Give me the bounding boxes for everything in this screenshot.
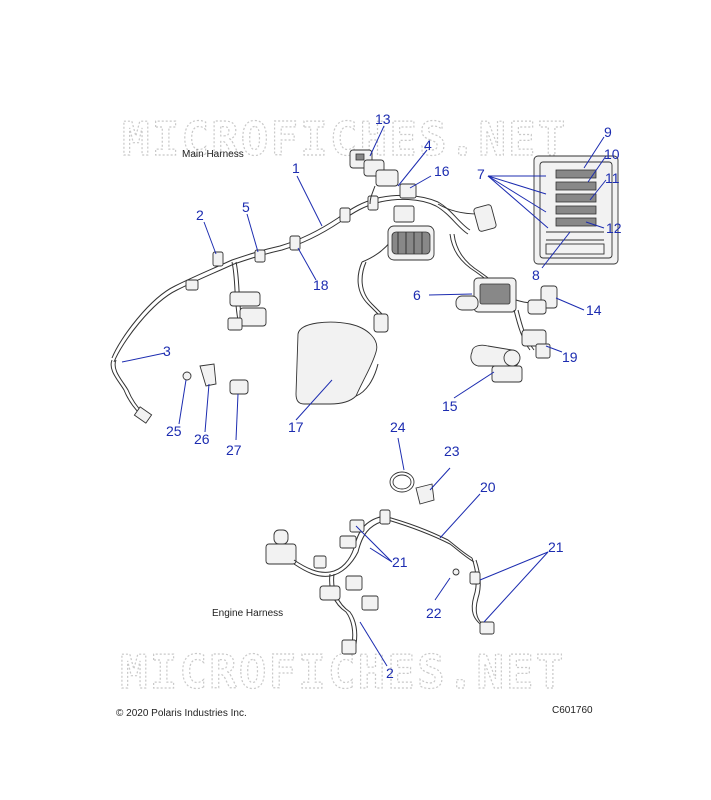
callout-17: 17 (288, 419, 304, 435)
callout-11: 11 (605, 170, 620, 186)
callout-21-right: 21 (548, 539, 564, 555)
callout-24: 24 (390, 419, 406, 435)
callout-26: 26 (194, 431, 210, 447)
watermark-bottom: MICROFICHES.NET (120, 645, 565, 699)
callout-8: 8 (532, 267, 540, 283)
main-harness-caption: Main Harness (182, 149, 244, 160)
callout-7: 7 (477, 166, 485, 182)
callout-2-main: 2 (196, 207, 204, 223)
callout-22: 22 (426, 605, 442, 621)
callout-1: 1 (292, 160, 300, 176)
watermark-top: MICROFICHES.NET (122, 112, 567, 166)
callout-16: 16 (434, 163, 450, 179)
callout-14: 14 (586, 302, 602, 318)
callout-3: 3 (163, 343, 171, 359)
callout-18: 18 (313, 277, 329, 293)
callout-2-engine: 2 (386, 665, 394, 681)
callout-15: 15 (442, 398, 458, 414)
engine-harness (265, 471, 495, 655)
callout-9: 9 (604, 124, 612, 140)
engine-harness-caption: Engine Harness (212, 608, 283, 619)
callout-27: 27 (226, 442, 242, 458)
callout-19: 19 (562, 349, 578, 365)
figure-code: C601760 (552, 705, 593, 716)
leader-lines (121, 125, 607, 667)
callout-20: 20 (480, 479, 496, 495)
callout-12: 12 (606, 220, 622, 236)
callout-5: 5 (242, 199, 250, 215)
copyright-text: © 2020 Polaris Industries Inc. (116, 708, 247, 719)
callout-21-left: 21 (392, 554, 408, 570)
callouts: 1 2 2 3 4 5 6 7 8 9 10 11 12 13 14 15 16… (163, 111, 622, 681)
callout-13: 13 (375, 111, 391, 127)
callout-25: 25 (166, 423, 182, 439)
callout-6: 6 (413, 287, 421, 303)
callout-4: 4 (424, 137, 432, 153)
callout-23: 23 (444, 443, 460, 459)
main-harness (110, 149, 619, 424)
callout-10: 10 (604, 146, 620, 162)
